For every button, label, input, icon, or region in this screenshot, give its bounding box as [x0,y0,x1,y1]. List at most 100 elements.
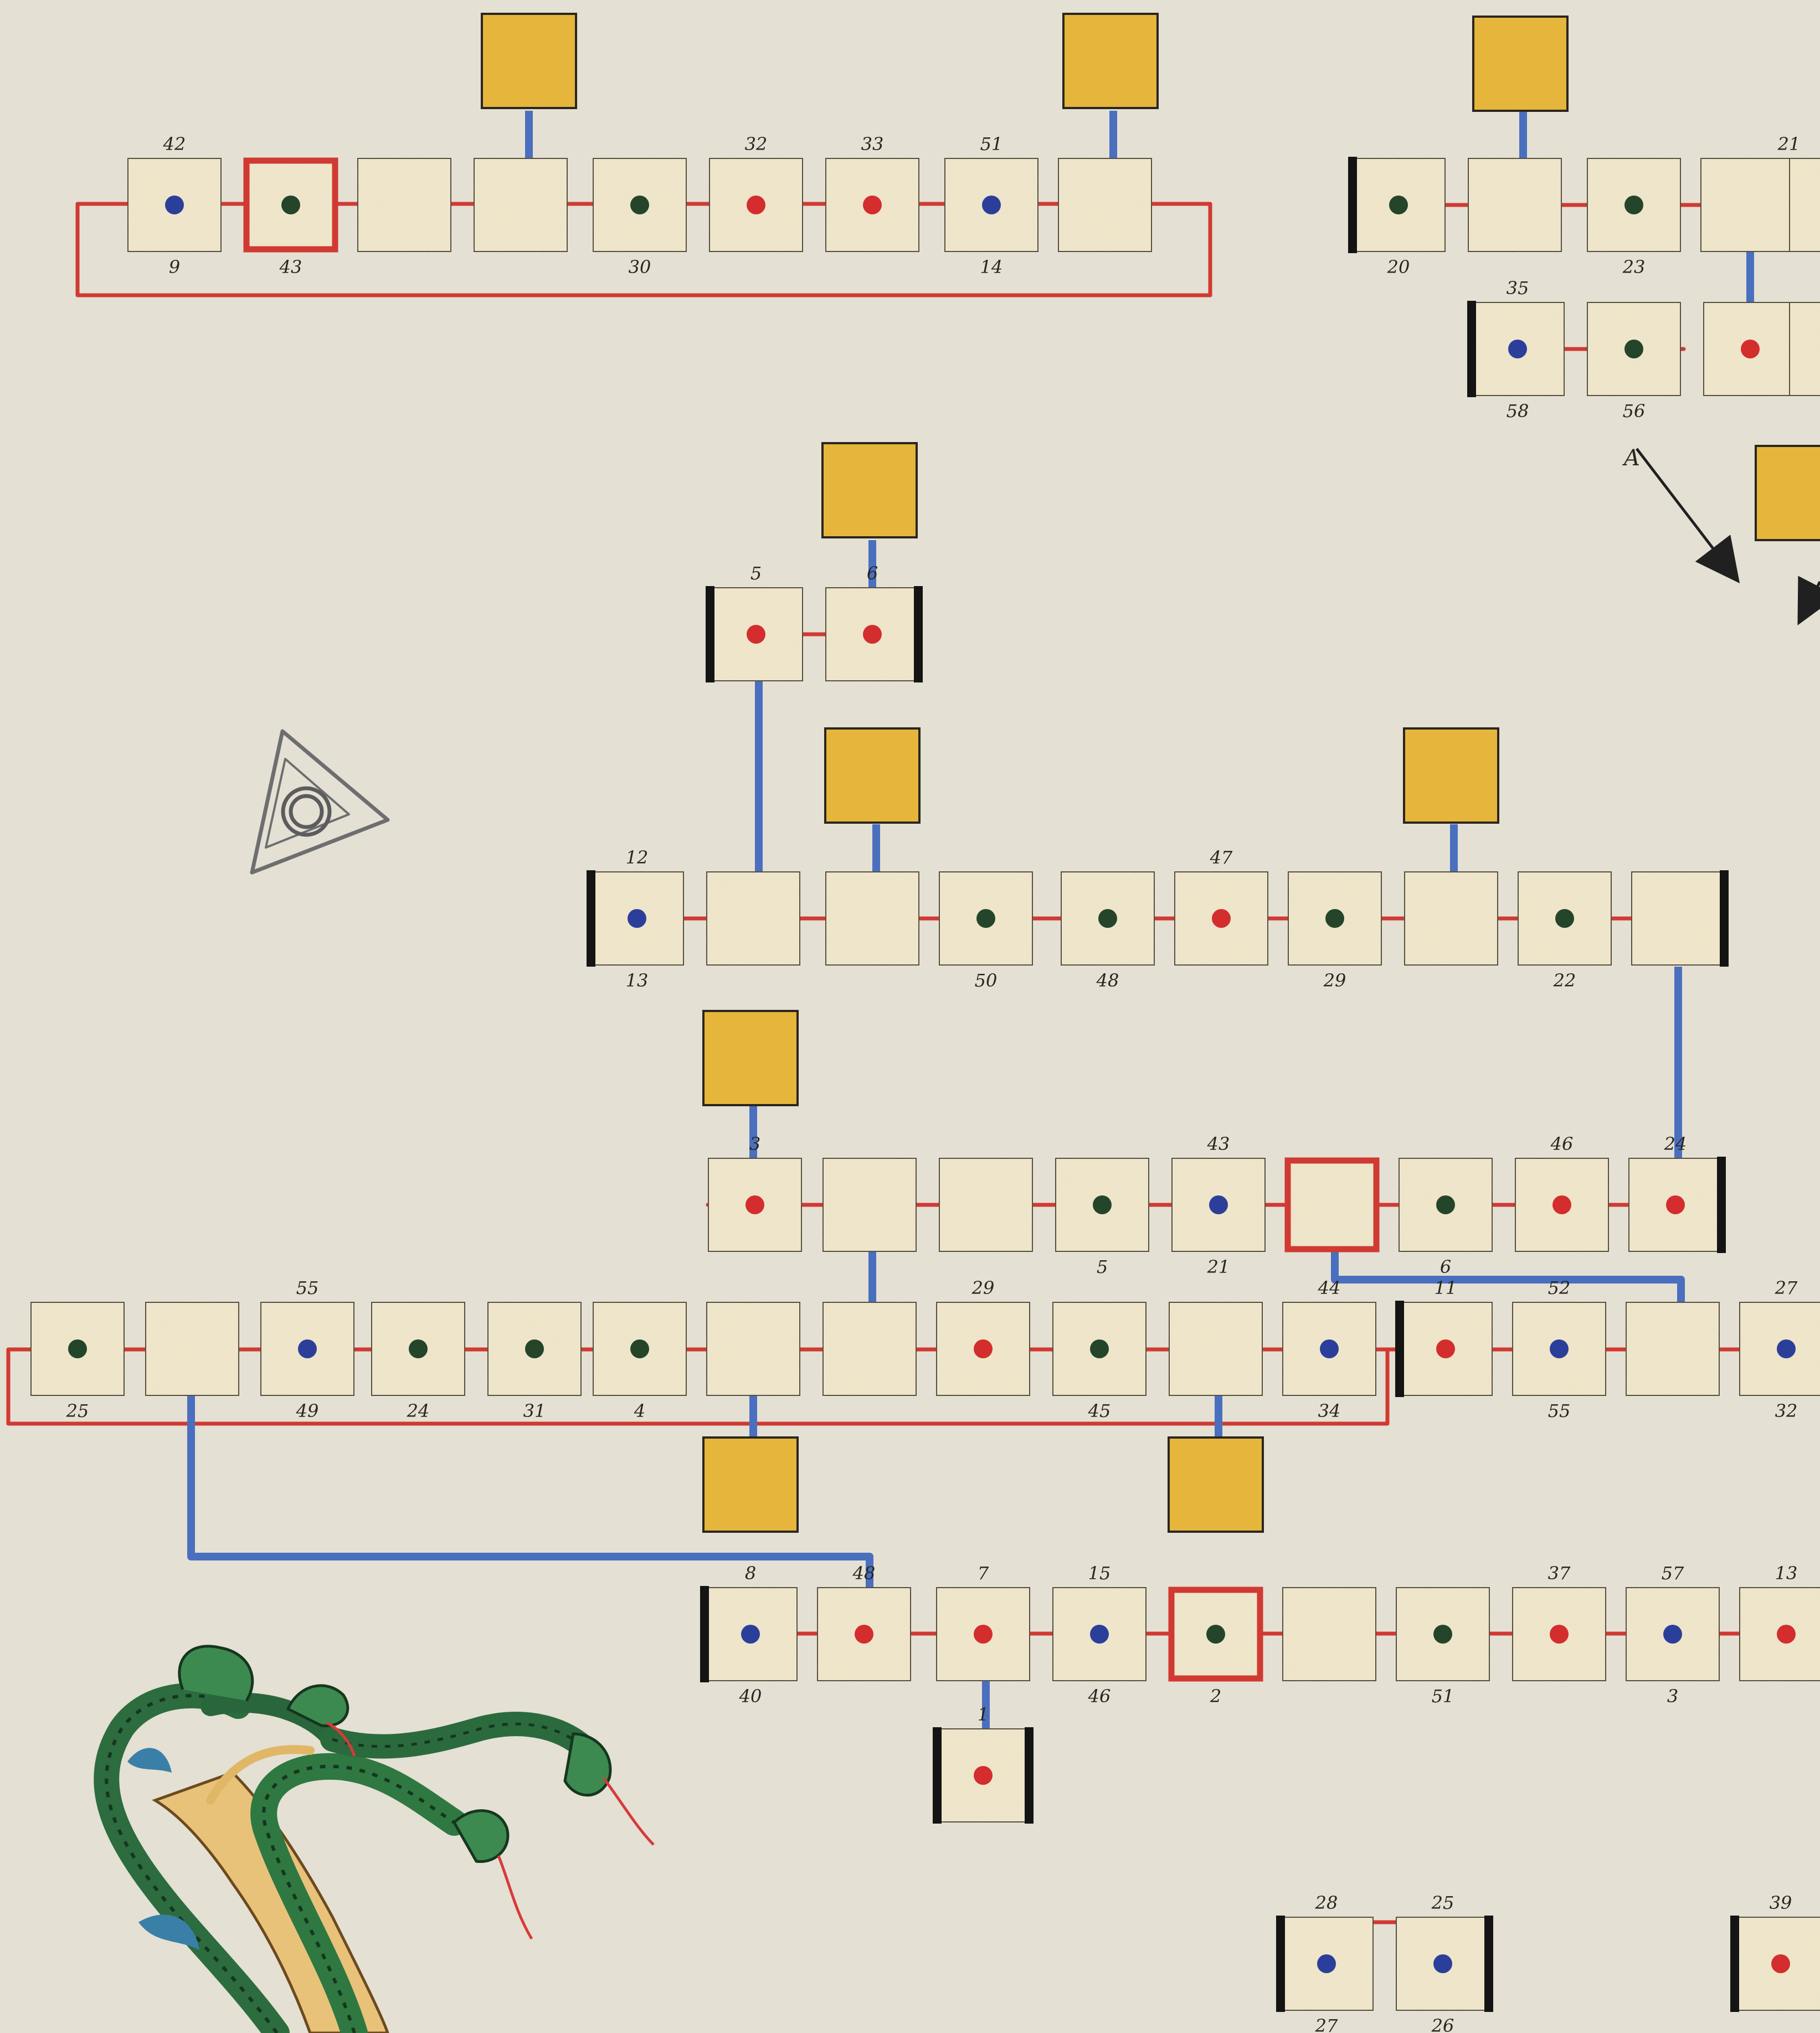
map-room: 5114 [944,134,1038,278]
map-room: 4 [593,1302,687,1421]
room-dot-green [68,1339,87,1358]
map-room: 24 [1628,1133,1726,1253]
map-room [1282,1587,1376,1681]
room-tile [1789,302,1820,396]
room-label-top: 37 [1548,1563,1571,1584]
map-room: 23 [1587,158,1681,278]
hydra-illustration-icon [106,1646,654,2033]
room-dot-green [1433,1625,1452,1644]
room-dot-blue [1209,1195,1228,1214]
map-room: 840 [700,1563,798,1707]
room-label-top: 8 [745,1563,756,1584]
room-label-bottom: 5 [1097,1256,1108,1277]
room-label-bottom: 32 [1775,1400,1798,1421]
room-dot-blue [1320,1339,1339,1358]
room-dot-red [1741,340,1760,358]
room-label-bottom: 2 [1210,1686,1221,1707]
room-tile [1789,158,1820,252]
map-room: 46 [1515,1133,1609,1252]
map-room [825,871,919,966]
room-label-top: 46 [1550,1133,1574,1154]
room-tile [1468,158,1562,252]
room-tile [1285,1158,1379,1252]
room-tile [1169,1302,1263,1396]
map-room: 51 [1396,1587,1490,1707]
room-wall-right [1717,1157,1726,1253]
room-dot-red [1771,1954,1790,1973]
room-dot-green [281,196,300,214]
room-label-bottom: 3 [1667,1686,1678,1707]
room-dot-blue [1663,1625,1682,1644]
map-room: 2732 [1739,1277,1820,1421]
room-dot-blue [1090,1625,1109,1644]
room-label-top: 7 [978,1563,989,1584]
room-dot-green [1624,340,1643,358]
room-label-top: 1 [978,1704,989,1725]
map-room: 47 [1174,847,1268,966]
map-room: 48 [817,1563,911,1681]
room-label-bottom: 22 [1553,970,1576,991]
room-dot-blue [741,1625,760,1644]
room-tile [1058,158,1152,252]
room-label-top: 11 [1435,1277,1457,1298]
room-label-top: 15 [1088,1563,1111,1584]
room-label-bottom: 49 [296,1400,319,1421]
room-wall-left [1730,1916,1739,2012]
room-dot-red [1550,1625,1569,1644]
room-tile [1282,1587,1376,1681]
room-dot-red [974,1625,993,1644]
room-label-bottom: 48 [1096,970,1119,991]
room-label-bottom: 6 [1440,1256,1451,1277]
room-tile [1700,158,1795,252]
map-room: 29 [936,1277,1030,1396]
staircase-icon [825,728,919,823]
map-room [1404,871,1498,966]
map-room: 5549 [260,1277,354,1421]
map-room: 24 [371,1302,465,1421]
map-room: 1 [933,1704,1034,1824]
map-room [1058,158,1152,252]
room-wall-right [914,586,923,682]
room-dot-blue [1777,1339,1796,1358]
room-label-top: 43 [1207,1133,1230,1154]
map-room: 5210 [1789,278,1820,396]
room-label-bottom: 4 [634,1400,645,1421]
room-dot-red [974,1339,993,1358]
room-dot-red [974,1766,993,1785]
room-label-top: 35 [1507,278,1529,299]
map-room: 31 [487,1302,582,1421]
map-room [145,1302,239,1396]
room-wall-left [1276,1916,1285,2012]
map-room: 29 [1288,871,1382,991]
room-label-bottom: 21 [1207,1256,1230,1277]
room-tile [822,1158,917,1252]
room-label-bottom: 27 [1315,2015,1338,2033]
room-label-bottom: 9 [169,256,180,278]
room-label-top: 32 [745,134,768,155]
room-label-top: 47 [1210,847,1233,868]
room-label-top_right: 21 [1777,134,1801,155]
room-dot-blue [1317,1954,1336,1973]
map-room [939,1158,1033,1252]
map-room: 43 [244,158,338,278]
map-room: 6 [1399,1158,1493,1277]
room-label-top: 33 [861,134,884,155]
map-room: 7 [936,1563,1030,1681]
room-label-top: 52 [1548,1277,1571,1298]
map-room: 11 [1395,1277,1493,1397]
map-room: 5 [1055,1158,1149,1277]
room-dot-blue [982,196,1001,214]
room-label-top: 48 [852,1563,876,1584]
room-wall-right [1484,1916,1493,2012]
room-label-bottom: 45 [1088,1400,1111,1421]
room-wall-left [587,870,595,967]
map-room [1468,158,1562,252]
room-label-top: 13 [1775,1563,1798,1584]
room-tile [145,1302,239,1396]
room-label-bottom: 14 [980,256,1003,278]
room-dot-green [409,1339,428,1358]
map-room: 4434 [1282,1277,1376,1421]
room-label-top: 39 [1770,1892,1792,1913]
room-tile [706,871,800,966]
